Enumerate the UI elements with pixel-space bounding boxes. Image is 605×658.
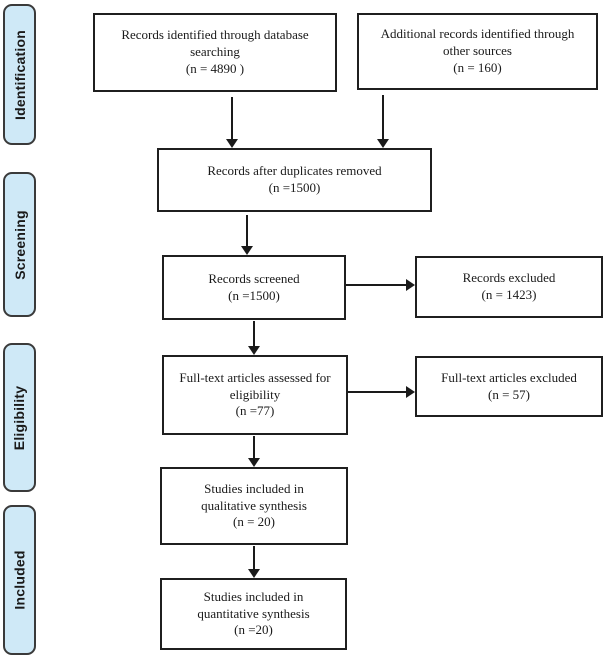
arrow-fulltext-to-excluded-icon	[348, 386, 415, 398]
box-records-excluded: Records excluded (n = 1423)	[415, 256, 603, 318]
arrow-screened-to-fulltext-icon	[248, 321, 260, 355]
box-records-excluded-count: (n = 1423)	[481, 287, 537, 302]
arrow-qualitative-to-quantitative-icon	[248, 546, 260, 578]
box-records-screened-title: Records screened	[208, 270, 300, 286]
box-duplicates-removed-title: Records after duplicates removed	[207, 163, 382, 179]
box-records-other-sources-title: Additional records identified through ot…	[380, 26, 575, 59]
box-records-excluded-title: Records excluded	[462, 270, 556, 286]
box-quantitative-synthesis-title: Studies included in quantitative synthes…	[197, 588, 310, 621]
box-qualitative-synthesis-count: (n = 20)	[233, 514, 275, 530]
stage-identification-label: Identification	[11, 29, 28, 120]
box-fulltext-assessed-title: Full-text articles assessed for eligibil…	[179, 369, 331, 402]
box-records-other-sources-count: (n = 160)	[453, 59, 502, 75]
arrow-screened-to-excluded-icon	[346, 279, 415, 291]
stage-screening: Screening	[3, 172, 36, 317]
stage-included: Included	[3, 505, 36, 655]
box-qualitative-synthesis-title: Studies included in qualitative synthesi…	[201, 480, 307, 513]
box-fulltext-assessed-count: (n =77)	[235, 403, 275, 419]
box-records-database-title: Records identified through database sear…	[121, 27, 309, 60]
arrow-other-to-duplicates-icon	[377, 95, 389, 148]
box-records-database-count: (n = 4890 )	[185, 60, 245, 76]
stage-screening-label: Screening	[11, 209, 28, 280]
box-qualitative-synthesis: Studies included in qualitative synthesi…	[160, 467, 348, 545]
stage-included-label: Included	[11, 550, 28, 610]
box-fulltext-excluded-title: Full-text articles excluded	[441, 369, 577, 385]
box-duplicates-removed-count: (n =1500)	[268, 180, 321, 195]
stage-eligibility: Eligibility	[3, 343, 36, 492]
box-duplicates-removed: Records after duplicates removed (n =150…	[157, 148, 432, 212]
stage-eligibility-label: Eligibility	[11, 385, 28, 450]
arrow-duplicates-to-screened-icon	[241, 215, 253, 255]
box-records-other-sources: Additional records identified through ot…	[357, 13, 598, 90]
box-records-screened-count: (n =1500)	[228, 287, 280, 303]
stage-identification: Identification	[3, 4, 36, 145]
arrow-database-to-duplicates-icon	[226, 97, 238, 148]
box-fulltext-assessed: Full-text articles assessed for eligibil…	[162, 355, 348, 435]
box-records-database: Records identified through database sear…	[93, 13, 337, 92]
box-quantitative-synthesis-count: (n =20)	[234, 622, 273, 638]
box-records-screened: Records screened (n =1500)	[162, 255, 346, 320]
box-quantitative-synthesis: Studies included in quantitative synthes…	[160, 578, 347, 650]
box-fulltext-excluded: Full-text articles excluded (n = 57)	[415, 356, 603, 417]
arrow-fulltext-to-qualitative-icon	[248, 436, 260, 467]
box-fulltext-excluded-count: (n = 57)	[488, 386, 530, 402]
